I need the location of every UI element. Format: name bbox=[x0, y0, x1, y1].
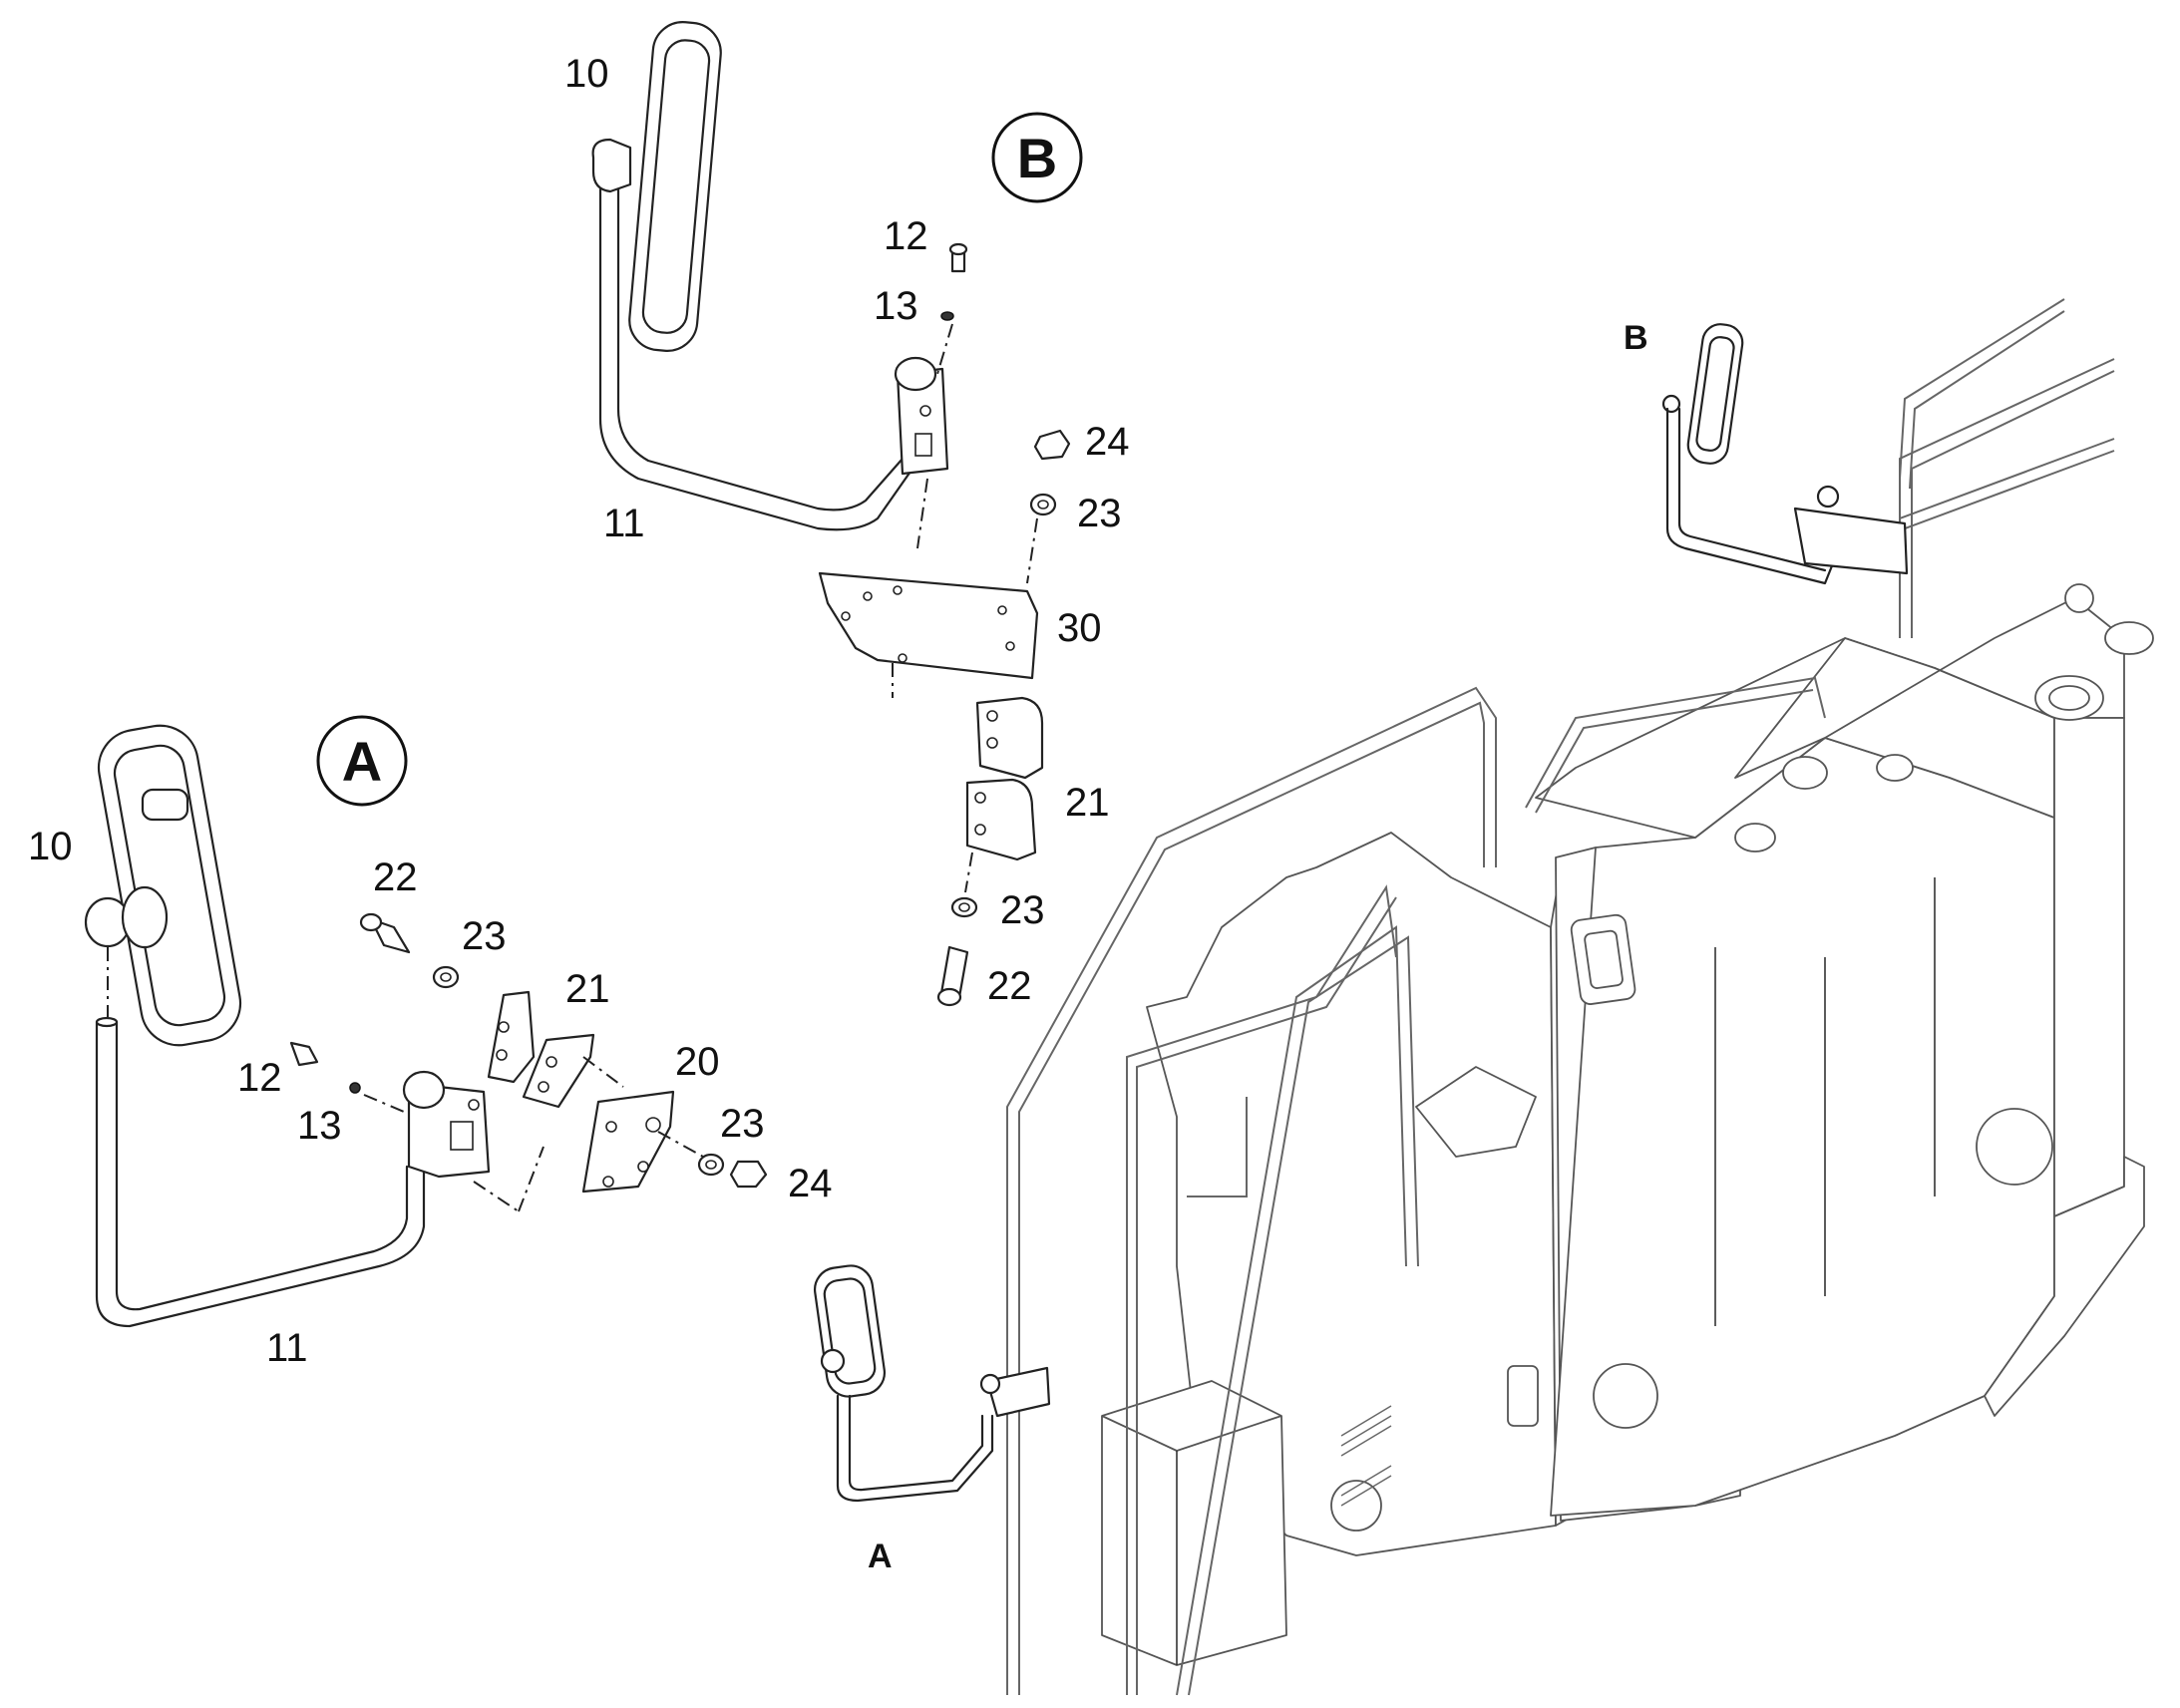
callout-b-11: 11 bbox=[603, 502, 645, 545]
callout-b-30: 30 bbox=[1057, 606, 1102, 650]
view-b-tag: B bbox=[1624, 319, 1648, 357]
callout-b-23-bottom: 23 bbox=[1000, 888, 1045, 932]
callout-a-21: 21 bbox=[565, 967, 610, 1011]
callout-a-22: 22 bbox=[373, 855, 418, 899]
callout-b-12: 12 bbox=[884, 214, 928, 258]
detail-b-exploded bbox=[591, 21, 1071, 1007]
callout-a-24: 24 bbox=[788, 1162, 833, 1205]
callout-b-10: 10 bbox=[564, 52, 609, 96]
callout-a-11: 11 bbox=[266, 1326, 308, 1370]
machine-assembly bbox=[1006, 298, 2154, 1696]
callout-a-10: 10 bbox=[28, 825, 73, 868]
callout-a-13: 13 bbox=[297, 1104, 342, 1148]
view-a-tag: A bbox=[868, 1537, 893, 1575]
view-b-circle bbox=[991, 112, 1083, 203]
callout-b-13: 13 bbox=[874, 284, 918, 328]
callout-b-21: 21 bbox=[1065, 781, 1110, 825]
callout-a-23-right: 23 bbox=[720, 1102, 765, 1146]
view-a-circle bbox=[316, 715, 408, 807]
view-a-circle-label: A bbox=[342, 730, 382, 793]
mirror-b-installed bbox=[1661, 323, 1909, 585]
callout-a-12: 12 bbox=[237, 1056, 282, 1100]
callout-b-24: 24 bbox=[1085, 420, 1130, 464]
callout-b-23-top: 23 bbox=[1077, 492, 1122, 535]
view-b-circle-label: B bbox=[1017, 127, 1057, 189]
callout-a-20: 20 bbox=[675, 1040, 720, 1084]
callout-a-23-left: 23 bbox=[462, 914, 507, 958]
mirror-a-installed bbox=[813, 1264, 1051, 1503]
callout-b-22: 22 bbox=[987, 964, 1032, 1008]
detail-a-exploded bbox=[84, 724, 768, 1328]
